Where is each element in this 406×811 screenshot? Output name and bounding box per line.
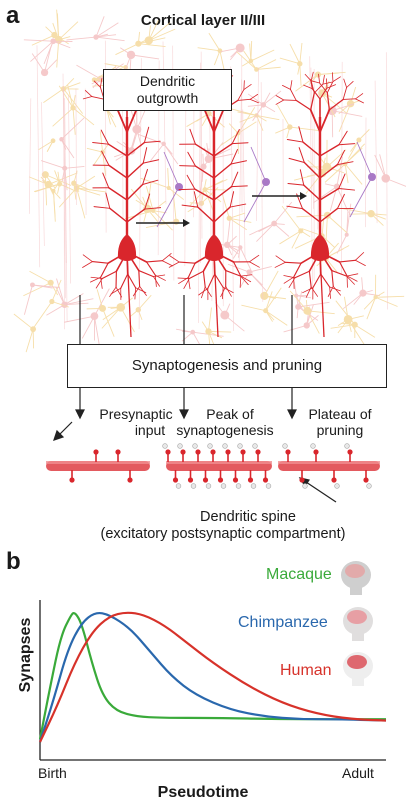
dendritic-spine-line2: (excitatory postsynaptic compartment) xyxy=(100,526,346,542)
x-tick-adult: Adult xyxy=(342,765,374,781)
x-tick-birth: Birth xyxy=(38,765,67,781)
dendritic-outgrowth-box: Dendritic outgrowth xyxy=(103,69,232,111)
stage-peak-line1: Peak of xyxy=(206,406,254,422)
stage-plateau-line2: pruning xyxy=(316,422,364,438)
series-line-human xyxy=(39,611,387,743)
chimpanzee-head-icon xyxy=(343,607,373,641)
pyramidal-neuron xyxy=(168,71,260,338)
stage-presynaptic-line2: input xyxy=(134,422,166,438)
dendritic-spine-line1: Dendritic spine xyxy=(200,509,296,525)
dendritic-spine-label: Dendritic spine (excitatory postsynaptic… xyxy=(40,509,406,543)
legend-macaque: Macaque xyxy=(266,566,332,583)
cortex-illustration xyxy=(13,9,406,503)
species-icons xyxy=(341,561,373,686)
chart-axes xyxy=(39,600,386,761)
chart-series xyxy=(38,611,387,743)
progression-arrows xyxy=(136,192,307,227)
x-axis-label: Pseudotime xyxy=(157,784,249,801)
dendrite-segment xyxy=(278,443,380,489)
y-axis-label: Synapses xyxy=(17,617,34,693)
dendritic-outgrowth-line1: Dendritic xyxy=(139,73,196,89)
human-head-icon xyxy=(343,652,373,686)
panel-a-title: Cortical layer II/III xyxy=(140,12,266,29)
panel-label-a: a xyxy=(6,2,20,29)
interneuron xyxy=(156,151,183,228)
legend-chimpanzee: Chimpanzee xyxy=(238,614,328,631)
stage-plateau-label: Plateau of pruning xyxy=(290,406,390,438)
pyramidal-neuron xyxy=(274,71,366,338)
stage-peak-line2: synaptogenesis xyxy=(176,422,274,438)
stage-plateau-line1: Plateau of xyxy=(308,406,372,422)
dendrite-segment xyxy=(46,449,150,483)
series-line-macaque xyxy=(38,611,386,740)
legend-human: Human xyxy=(280,662,332,679)
macaque-head-icon xyxy=(341,561,371,595)
synaptogenesis-box: Synaptogenesis and pruning xyxy=(67,344,387,388)
series-line-chimpanzee xyxy=(38,611,387,743)
interneuron xyxy=(243,146,270,223)
stage-presynaptic-line1: Presynaptic xyxy=(99,406,173,422)
dendrite-segment xyxy=(162,443,272,489)
panel-label-b: b xyxy=(6,548,21,575)
dendritic-outgrowth-line2: outgrowth xyxy=(136,90,199,106)
stage-presynaptic-label: Presynaptic input xyxy=(86,406,186,438)
stage-peak-label: Peak of synaptogenesis xyxy=(165,406,285,438)
interneuron xyxy=(349,141,376,218)
